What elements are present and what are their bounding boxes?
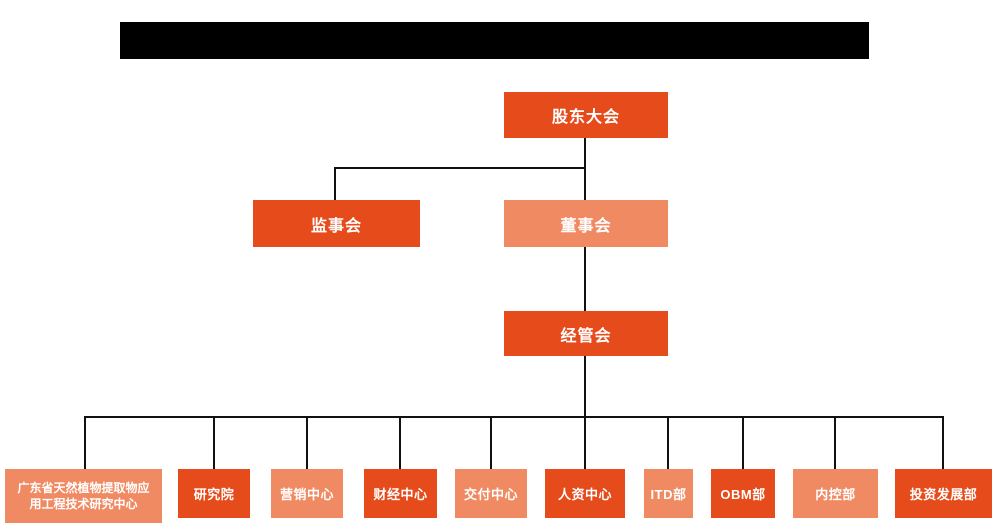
connector-line	[334, 167, 336, 200]
connector-line	[399, 416, 401, 469]
connector-line	[306, 416, 308, 469]
node-label: 投资发展部	[909, 487, 978, 502]
node-label: 广东省天然植物提取物应用工程技术研究中心	[17, 480, 150, 511]
node-label: 财经中心	[373, 487, 428, 502]
node-label: 营销中心	[279, 487, 334, 502]
node-obm-department: OBM部	[711, 469, 775, 518]
node-label: OBM部	[720, 487, 766, 502]
node-management-committee: 经管会	[504, 311, 668, 356]
connector-line	[334, 167, 586, 169]
connector-line	[584, 246, 586, 311]
node-label: 内控部	[815, 487, 856, 502]
node-research-center: 广东省天然植物提取物应用工程技术研究中心	[5, 469, 162, 523]
node-label: 人资中心	[557, 487, 612, 502]
connector-line	[584, 356, 586, 417]
connector-line	[742, 416, 744, 469]
node-supervisory-board: 监事会	[253, 200, 420, 247]
node-research-institute: 研究院	[178, 469, 250, 518]
connector-line	[584, 416, 586, 469]
connector-line	[942, 416, 944, 469]
connector-line	[213, 416, 215, 469]
connector-line	[84, 416, 944, 418]
connector-line	[667, 416, 669, 469]
redacted-title-bar	[120, 22, 869, 59]
node-marketing-center: 营销中心	[271, 469, 343, 518]
node-investment-development-department: 投资发展部	[895, 469, 992, 518]
node-label: 股东大会	[551, 109, 620, 126]
node-label: 交付中心	[463, 487, 518, 502]
node-itd-department: ITD部	[644, 469, 693, 518]
connector-line	[584, 138, 586, 200]
node-board-of-directors: 董事会	[504, 200, 668, 247]
connector-line	[834, 416, 836, 469]
node-label: 董事会	[560, 217, 612, 235]
node-shareholders-meeting: 股东大会	[504, 92, 668, 138]
node-internal-control-department: 内控部	[793, 469, 878, 518]
connector-line	[84, 416, 86, 469]
node-delivery-center: 交付中心	[455, 469, 527, 518]
node-label: 经管会	[560, 327, 612, 345]
node-label: 监事会	[310, 217, 362, 235]
node-label: ITD部	[650, 487, 687, 502]
node-finance-center: 财经中心	[364, 469, 437, 518]
connector-line	[490, 416, 492, 469]
node-label: 研究院	[193, 487, 235, 502]
node-hr-center: 人资中心	[545, 469, 625, 518]
